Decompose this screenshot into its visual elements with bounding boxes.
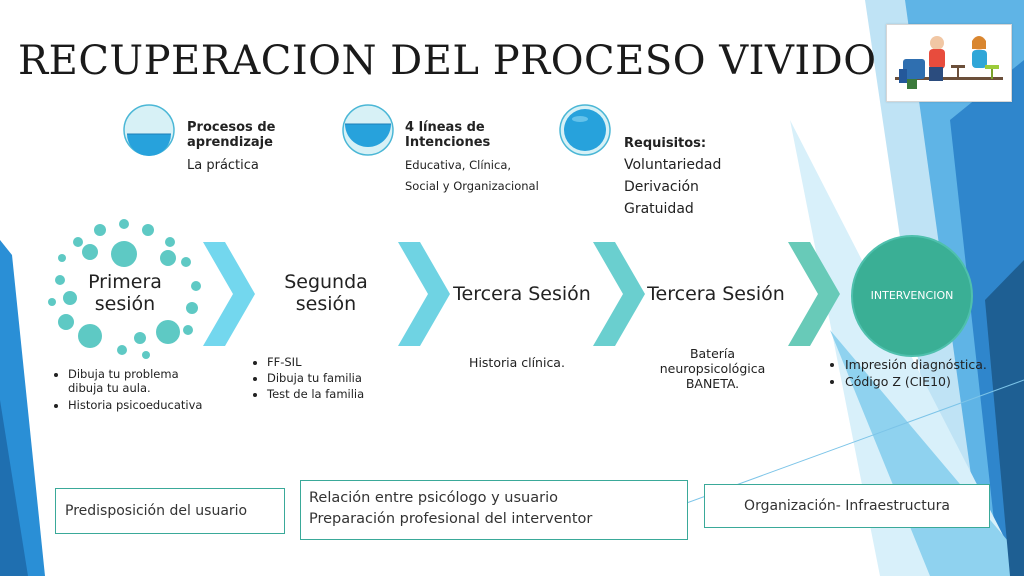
fill-level-icon <box>123 104 175 156</box>
detail-bullet: Dibuja tu familia <box>267 371 407 386</box>
session-4-detail: Batería neuropsicológica BANETA. <box>659 346 766 391</box>
box-text: Organización- Infraestructura <box>744 498 950 514</box>
top-item-requisitos: Requisitos: Voluntariedad Derivación Gra… <box>558 103 758 223</box>
top-item-title: 4 líneas de Intenciones <box>405 120 491 150</box>
box-text: Relación entre psicólogo y usuario <box>309 490 558 506</box>
bottom-box-relacion: Relación entre psicólogo y usuario Prepa… <box>300 480 688 540</box>
intervention-details: Impresión diagnóstica. Código Z (CIE10) <box>833 357 995 391</box>
fill-level-icon <box>342 104 394 156</box>
chevron-right-icon <box>203 242 255 346</box>
top-item-title: Procesos de aprendizaje <box>187 120 276 150</box>
detail-bullet: Test de la familia <box>267 387 407 402</box>
box-text: Preparación profesional del interventor <box>309 511 593 527</box>
chevron-right-icon <box>593 242 645 346</box>
box-text: Predisposición del usuario <box>65 503 248 519</box>
therapy-session-illustration-icon <box>886 24 1012 102</box>
session-label: Tercera Sesión <box>453 283 591 305</box>
intervention-circle <box>851 235 973 357</box>
detail-bullet: FF-SIL <box>267 355 407 370</box>
bottom-box-organizacion: Organización- Infraestructura <box>704 484 990 528</box>
session-2-details: FF-SIL Dibuja tu familia Test de la fami… <box>255 355 407 403</box>
bubble-cluster <box>48 219 201 359</box>
requirement-item: Gratuidad <box>624 201 694 217</box>
top-item-line: La práctica <box>187 158 259 173</box>
session-1-details: Dibuja tu problema dibuja tu aula. Histo… <box>56 367 208 415</box>
chevron-right-icon <box>398 242 450 346</box>
detail-bullet: Código Z (CIE10) <box>845 374 995 389</box>
session-3-detail: Historia clínica. <box>469 355 565 370</box>
session-label: Segunda sesión <box>284 271 368 315</box>
bottom-box-predisposicion: Predisposición del usuario <box>55 488 285 534</box>
fill-level-icon <box>559 104 611 156</box>
top-item-procesos: Procesos de aprendizaje La práctica <box>122 103 322 183</box>
top-item-line: Educativa, Clínica, <box>405 158 512 172</box>
top-item-title: Requisitos: <box>624 136 707 151</box>
session-label: INTERVENCION <box>870 289 954 302</box>
top-item-lineas: 4 líneas de Intenciones Educativa, Clíni… <box>341 103 571 203</box>
detail-bullet: Historia psicoeducativa <box>68 398 208 412</box>
top-item-line: Social y Organizacional <box>405 179 539 193</box>
requirement-item: Derivación <box>624 179 699 195</box>
chevron-right-icon <box>788 242 840 346</box>
detail-bullet: Impresión diagnóstica. <box>845 357 995 372</box>
session-label: Tercera Sesión <box>647 283 785 305</box>
requirement-item: Voluntariedad <box>624 157 722 173</box>
session-label: Primera sesión <box>88 271 162 315</box>
detail-bullet: Dibuja tu problema dibuja tu aula. <box>68 367 208 395</box>
page-title: RECUPERACION DEL PROCESO VIVIDO <box>18 38 877 84</box>
